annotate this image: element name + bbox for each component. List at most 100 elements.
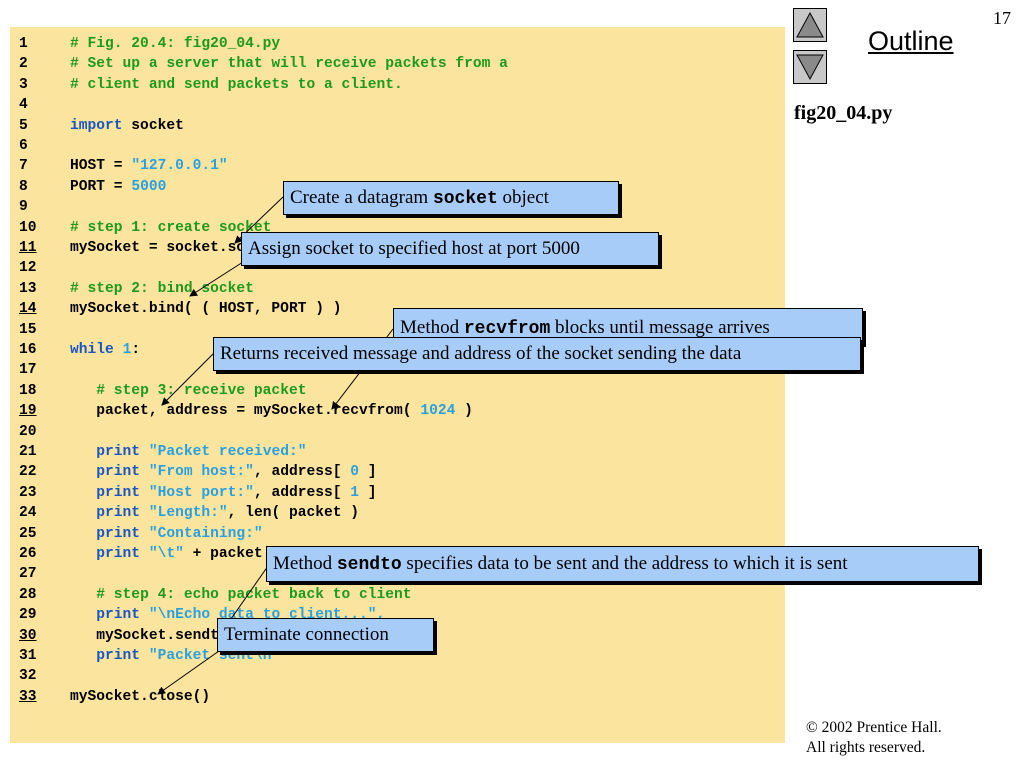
- line-number: 4: [19, 97, 28, 114]
- code-token: # client and send packets to a client.: [70, 76, 403, 93]
- code-text: mySocket.close(): [70, 687, 210, 707]
- code-token: "Length:": [148, 505, 228, 522]
- line-number: 14: [19, 301, 37, 318]
- line-number: 12: [19, 260, 37, 277]
- code-text: # Set up a server that will receive pack…: [70, 54, 508, 74]
- code-token: , len( packet ): [227, 505, 360, 522]
- copyright-line-1: © 2002 Prentice Hall.: [806, 719, 942, 736]
- code-token: 1024: [420, 403, 456, 420]
- next-slide-button[interactable]: [793, 50, 827, 84]
- line-number: 20: [19, 423, 37, 440]
- code-token: print: [96, 546, 141, 562]
- line-number: 10: [19, 219, 37, 236]
- line-number: 16: [19, 342, 37, 358]
- code-token: # step 1: create socket: [70, 219, 272, 236]
- code-token: , address[: [253, 484, 351, 501]
- arrow-to-bind: [189, 261, 244, 297]
- code-token: # Fig. 20.4: fig20_04.py: [70, 36, 281, 52]
- code-text: # step 1: create socket: [70, 218, 271, 238]
- line-number: 30: [19, 627, 37, 644]
- code-token: print: [96, 525, 141, 542]
- code-token: , address[: [253, 464, 351, 481]
- page-number: 17: [993, 8, 1011, 28]
- code-text: # Fig. 20.4: fig20_04.py: [70, 34, 280, 54]
- code-token: "Packet sent\n": [148, 648, 281, 664]
- code-token: "127.0.0.1": [131, 158, 228, 175]
- code-token: # step 3: receive packet: [96, 382, 307, 399]
- line-number: 29: [19, 607, 37, 624]
- code-token: # step 4: echo packet back to client: [96, 586, 412, 603]
- code-token: ): [455, 403, 473, 420]
- line-number: 7: [19, 158, 28, 175]
- code-token: 0: [350, 464, 360, 481]
- callout-datagram-socket: Create a datagram socket object: [283, 181, 619, 215]
- code-token: HOST =: [70, 158, 132, 175]
- callout-sendto: Method sendto specifies data to be sent …: [266, 546, 979, 582]
- line-number: 17: [19, 362, 37, 379]
- line-number: 27: [19, 566, 37, 583]
- code-token: print: [96, 484, 141, 501]
- code-text: print "Packet received:": [70, 442, 306, 462]
- line-number: 3: [19, 76, 28, 93]
- line-number: 33: [19, 688, 37, 705]
- line-number: 2: [19, 56, 28, 73]
- outline-link[interactable]: Outline: [868, 26, 954, 56]
- code-text: print "From host:", address[ 0 ]: [70, 462, 377, 482]
- code-token: import: [70, 117, 123, 134]
- code-token: :: [131, 342, 141, 358]
- code-token: print: [96, 505, 141, 522]
- code-token: packet, address = mySocket.recvfrom(: [70, 403, 421, 420]
- code-token: "\t": [148, 546, 184, 562]
- code-token: print: [96, 464, 141, 481]
- line-number: 19: [19, 403, 37, 420]
- code-token: # step 2: bind socket: [70, 280, 254, 297]
- callout-assign-socket: Assign socket to specified host at port …: [241, 232, 659, 266]
- file-name-label: fig20_04.py: [794, 102, 893, 124]
- code-text: import socket: [70, 116, 184, 136]
- line-number: 31: [19, 648, 37, 664]
- code-token: "Packet received:": [148, 444, 307, 460]
- copyright-line-2: All rights reserved.: [806, 739, 926, 756]
- code-token: print: [96, 607, 141, 624]
- previous-slide-button[interactable]: [793, 8, 827, 42]
- line-number: 1: [19, 36, 28, 52]
- arrow-to-close: [157, 650, 220, 695]
- code-token: "Containing:": [148, 525, 263, 542]
- line-number: 18: [19, 382, 37, 399]
- code-text: # step 2: bind socket: [70, 279, 254, 299]
- code-token: + packet: [183, 546, 263, 562]
- code-text: print "Host port:", address[ 1 ]: [70, 483, 377, 503]
- line-number: 6: [19, 138, 28, 154]
- triangle-down-icon: [796, 54, 824, 81]
- line-number: 23: [19, 484, 37, 501]
- line-number: 22: [19, 464, 37, 481]
- code-text: while 1:: [70, 340, 140, 360]
- code-token: "From host:": [148, 464, 254, 481]
- code-text: print "\t" + packet: [70, 544, 263, 564]
- line-number: 15: [19, 321, 37, 338]
- line-number: 8: [19, 178, 28, 195]
- line-number: 9: [19, 199, 28, 216]
- code-token: print: [96, 444, 141, 460]
- code-token: PORT =: [70, 178, 132, 195]
- line-number: 25: [19, 525, 37, 542]
- line-number: 21: [19, 444, 37, 460]
- copyright-notice: © 2002 Prentice Hall. All rights reserve…: [806, 718, 942, 758]
- code-text: # step 4: echo packet back to client: [70, 585, 412, 605]
- code-token: ]: [359, 464, 377, 481]
- code-token: 5000: [131, 178, 167, 195]
- code-token: 1: [350, 484, 360, 501]
- code-token: ]: [359, 484, 377, 501]
- callout-terminate: Terminate connection: [217, 618, 434, 652]
- code-text: HOST = "127.0.0.1": [70, 156, 228, 176]
- triangle-up-icon: [796, 11, 824, 38]
- code-text: # client and send packets to a client.: [70, 75, 403, 95]
- code-token: print: [96, 648, 141, 664]
- line-number: 26: [19, 546, 37, 562]
- code-token: socket: [122, 117, 184, 134]
- callout-returns: Returns received message and address of …: [213, 337, 861, 371]
- line-number: 28: [19, 586, 37, 603]
- arrow-to-packet: [161, 351, 216, 406]
- code-text: print "Containing:": [70, 524, 263, 544]
